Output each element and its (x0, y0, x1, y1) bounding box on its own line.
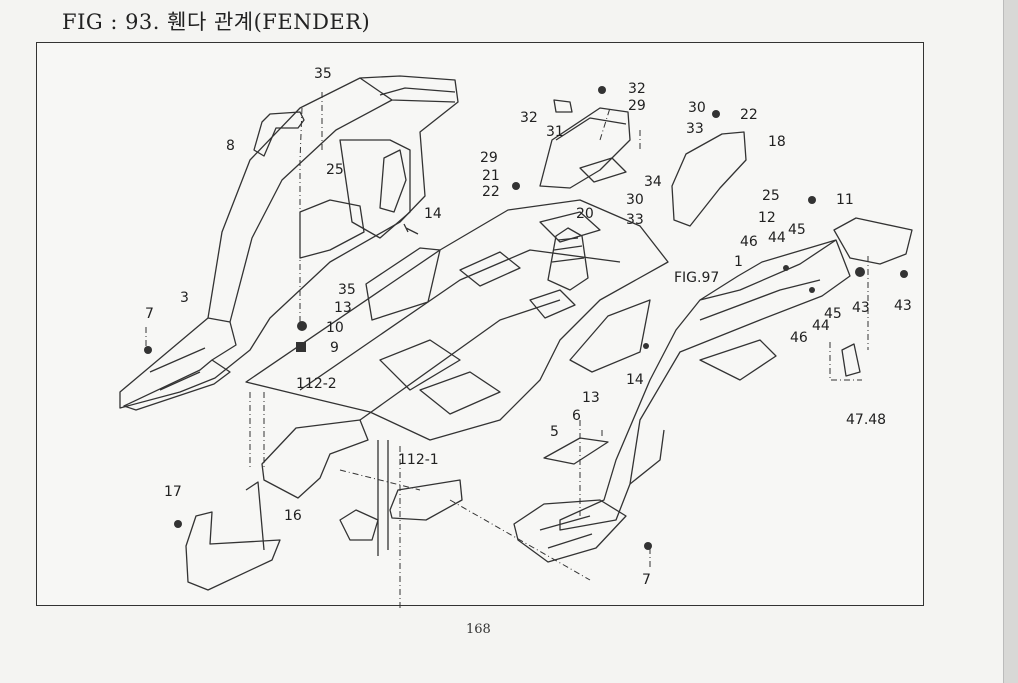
callout-label: 29 (480, 150, 498, 166)
callout-label: 45 (788, 222, 806, 238)
page-title: FIG : 93. 휀다 관계(FENDER) (62, 10, 371, 34)
callout-label: 35 (338, 282, 356, 298)
floor-plate (245, 199, 669, 441)
callout-label: 45 (824, 306, 842, 322)
fender-extension (833, 217, 913, 265)
callout-label: 1 (734, 254, 743, 270)
callout-label: 22 (482, 184, 500, 200)
callout-label: 46 (790, 330, 808, 346)
callout-label: 32 (520, 110, 538, 126)
callout-label: 43 (852, 300, 870, 316)
left-fender (119, 75, 459, 411)
page-number: 168 (466, 622, 491, 637)
bolt-icon (808, 196, 816, 204)
step-112-2 (261, 419, 369, 499)
nut-icon (855, 267, 865, 277)
callout-label: 13 (334, 300, 352, 316)
callout-label: 32 (628, 81, 646, 97)
callout-label: 35 (314, 66, 332, 82)
callout-label: 16 (284, 508, 302, 524)
step-bracket (185, 511, 281, 591)
callout-label: 20 (576, 206, 594, 222)
callout-label: 5 (550, 424, 559, 440)
left-cover-panel (365, 247, 441, 321)
callout-label: 6 (572, 408, 581, 424)
washer-icon (297, 321, 307, 331)
callout-label: 43 (894, 298, 912, 314)
callout-label: 10 (326, 320, 344, 336)
side-cover (671, 131, 747, 227)
callout-label: 29 (628, 98, 646, 114)
callout-label: 46 (740, 234, 758, 250)
bolt-icon (644, 542, 652, 550)
callout-label: 11 (836, 192, 854, 208)
callout-label: 34 (644, 174, 662, 190)
cover-plate (543, 437, 609, 465)
page-edge (1003, 0, 1018, 683)
callout-label: 44 (812, 318, 830, 334)
callout-label: 25 (326, 162, 344, 178)
right-fender (513, 239, 851, 563)
bolt-icon (598, 86, 606, 94)
callout-label: FIG.97 (674, 270, 719, 286)
callout-label: 13 (582, 390, 600, 406)
callout-label: 7 (642, 572, 651, 588)
callout-label: 31 (546, 124, 564, 140)
center-cover (539, 99, 631, 189)
mount-bracket (841, 343, 861, 377)
callout-label: 21 (482, 168, 500, 184)
bolt-icon (712, 110, 720, 118)
callout-label: 9 (330, 340, 339, 356)
callout-label: 112-1 (398, 452, 439, 468)
callout-label: 44 (768, 230, 786, 246)
callout-label: 12 (758, 210, 776, 226)
callout-label: 30 (688, 100, 706, 116)
callout-label: 8 (226, 138, 235, 154)
callout-label: 25 (762, 188, 780, 204)
bolt-icon (900, 270, 908, 278)
bolt-icon (643, 343, 649, 349)
callout-label: 112-2 (296, 376, 337, 392)
callout-label: 3 (180, 290, 189, 306)
callout-label: 14 (424, 206, 442, 222)
grab-handle (253, 111, 305, 157)
bolt-icon (174, 520, 182, 528)
callout-label: 22 (740, 107, 758, 123)
bolt-icon (144, 346, 152, 354)
washer-icon (809, 287, 815, 293)
lever-boot (547, 227, 589, 291)
bolt-icon (512, 182, 520, 190)
right-cover-panel (569, 299, 651, 373)
callout-label: 7 (145, 306, 154, 322)
diagram-frame (36, 42, 924, 606)
step-112-1 (389, 479, 463, 521)
callout-label: 18 (768, 134, 786, 150)
callout-label: 30 (626, 192, 644, 208)
callout-label: 14 (626, 372, 644, 388)
callout-label: 47.48 (846, 412, 886, 428)
callout-label: 17 (164, 484, 182, 500)
callout-label: 33 (686, 121, 704, 137)
washer-icon (783, 265, 789, 271)
grommet-icon (296, 342, 306, 352)
callout-label: 33 (626, 212, 644, 228)
